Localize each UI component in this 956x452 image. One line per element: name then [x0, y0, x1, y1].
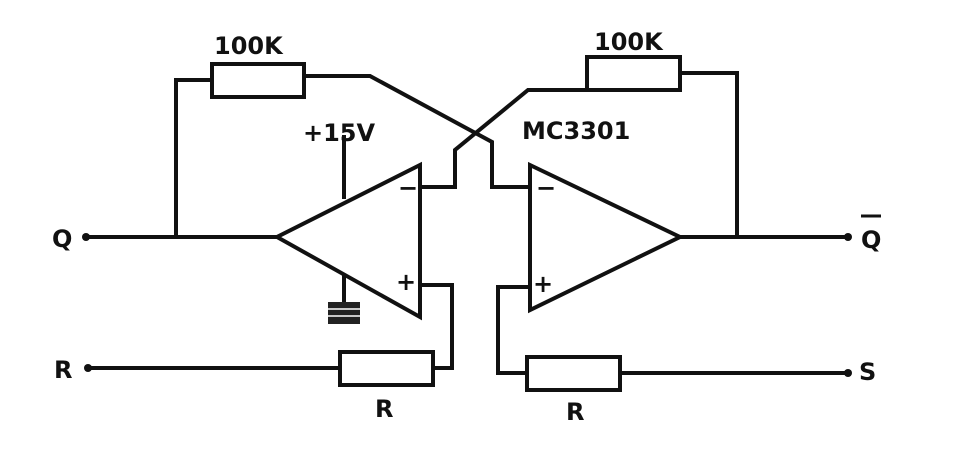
wire-cross-b [418, 88, 589, 189]
label-resistor-bottom-right: R [566, 398, 584, 426]
label-resistor-top-left: 100K [214, 32, 284, 60]
terminal-q [82, 233, 90, 241]
label-resistor-bottom-left: R [375, 395, 393, 423]
label-node-s: S [859, 358, 876, 386]
label-resistor-top-right: 100K [594, 28, 664, 56]
wire-cross-a [302, 74, 532, 189]
wire-right-feedback [678, 71, 739, 239]
resistor-top-left [210, 62, 306, 99]
label-right-plus: + [533, 270, 553, 298]
label-left-plus: + [396, 268, 416, 296]
label-node-q: Q [52, 225, 72, 253]
wire-right-plus [496, 285, 532, 375]
label-node-r: R [54, 356, 72, 384]
wire-left-plus [418, 283, 454, 370]
label-left-minus: − [398, 174, 418, 202]
terminal-s [844, 369, 852, 377]
label-supply: +15V [303, 119, 376, 147]
label-chip: MC3301 [522, 117, 630, 145]
left-op-amp [272, 161, 422, 321]
resistor-bottom-left [338, 350, 435, 387]
terminal-r [84, 364, 92, 372]
label-right-minus: − [536, 174, 556, 202]
resistor-top-right [585, 55, 682, 92]
right-op-amp [528, 161, 685, 314]
terminal-q-bar [844, 233, 852, 241]
resistor-bottom-right [525, 355, 622, 392]
ground-icon [328, 302, 360, 324]
wire-left-feedback [174, 78, 214, 239]
label-node-q-bar: Q [861, 226, 881, 254]
